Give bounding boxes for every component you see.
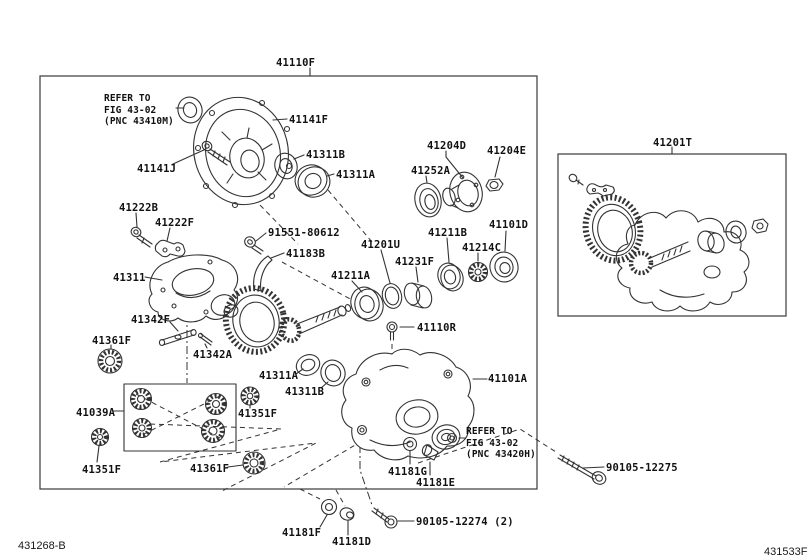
part-label-41110f: 41110F [276,57,316,69]
part-label-41201u: 41201U [361,239,401,251]
refer-note-43420h: REFER TO FIG 43-02 (PNC 43420H) [466,426,536,460]
footer-code-right: 431533F [764,546,808,558]
part-label-41201t: 41201T [653,137,693,149]
part-label-41361f: 41361F [92,335,132,347]
part-label-41141f: 41141F [289,114,329,126]
part-label-41101a: 41101A [488,373,528,385]
cover-41141f [193,96,293,209]
part-label-41342a: 41342A [193,349,233,361]
main-assembly-box [39,75,538,490]
part-label-41311a: 41311A [259,370,299,382]
part-label-41311a: 41311A [336,169,376,181]
part-label-41311b: 41311B [306,149,346,161]
part-label-41222b: 41222B [119,202,159,214]
part-label-41211b: 41211B [428,227,468,239]
part-label-41181f: 41181F [282,527,322,539]
spider-gear-group [113,383,237,452]
part-label-41222f: 41222F [155,217,195,229]
part-label-41252a: 41252A [411,165,451,177]
part-label-90105-12275: 90105-12275 [606,462,678,474]
part-label-41141j: 41141J [137,163,177,175]
part-label-41211a: 41211A [331,270,371,282]
refer-note-43410m: REFER TO FIG 43-02 (PNC 43410M) [104,93,174,127]
part-label-41311b: 41311B [285,386,325,398]
part-label-41361f: 41361F [190,463,230,475]
diff-case-41311 [144,254,239,323]
bolt-41141j [172,140,231,166]
part-label-41204d: 41204D [427,140,467,152]
part-label-91551-80612: 91551-80612 [268,227,340,239]
part-label-41214c: 41214C [462,242,502,254]
part-label-41101d: 41101D [489,219,529,231]
carrier-housing-41101a [341,348,488,461]
part-label-41181g: 41181G [388,466,428,478]
part-label-41183b: 41183B [286,248,326,260]
part-label-41204e: 41204E [487,145,527,157]
part-label-41181e: 41181E [416,477,456,489]
part-label-41342f: 41342F [131,314,171,326]
part-label-41231f: 41231F [395,256,435,268]
part-label-41181d: 41181D [332,536,372,548]
part-label-41110r: 41110R [417,322,457,334]
part-label-41351f: 41351F [82,464,122,476]
part-label-41351f: 41351F [238,408,278,420]
ring-gear [222,285,352,355]
part-label-41311: 41311 [113,272,146,284]
part-label-41039a: 41039A [76,407,116,419]
footer-code-left: 431268-B [18,540,66,552]
kit-41201t-art [568,173,769,312]
bolt-90105-12275 [557,454,607,485]
part-label-90105-12274-2-: 90105-12274 (2) [416,516,514,528]
